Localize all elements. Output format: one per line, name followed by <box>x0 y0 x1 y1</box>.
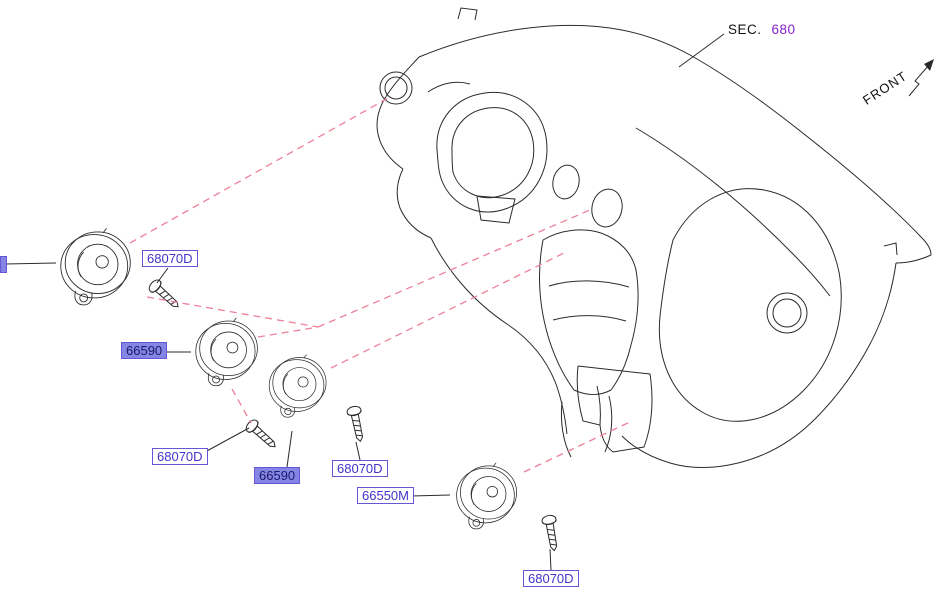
part-label-68070d-4[interactable]: 68070D <box>523 570 579 587</box>
ventilator-part-1 <box>60 227 131 306</box>
ventilator-part-4 <box>456 462 518 530</box>
section-number[interactable]: 680 <box>771 22 796 37</box>
label-leader-lines <box>4 33 725 571</box>
screw-icon-2 <box>243 417 281 453</box>
part-label-66590-1[interactable]: 66590 <box>121 342 168 359</box>
part-label-66590-2[interactable]: 66590 <box>254 467 301 484</box>
section-prefix: SEC. <box>728 22 762 37</box>
dashboard-drawing <box>376 7 932 468</box>
screw-icon-3 <box>345 404 368 444</box>
section-reference: SEC. 680 <box>728 22 796 37</box>
truncated-part-label[interactable] <box>0 256 7 273</box>
part-label-68070d-3[interactable]: 68070D <box>332 460 388 477</box>
dashed-locator-lines <box>129 96 633 473</box>
screw-icon-1 <box>146 277 184 313</box>
ventilator-part-3 <box>268 354 327 418</box>
part-label-68070d-1[interactable]: 68070D <box>142 250 198 267</box>
screw-icon-4 <box>540 513 562 553</box>
front-arrow-icon <box>908 59 934 97</box>
part-label-68070d-2[interactable]: 68070D <box>152 448 208 465</box>
part-label-66550m[interactable]: 66550M <box>357 487 414 504</box>
ventilator-part-2 <box>195 317 258 387</box>
